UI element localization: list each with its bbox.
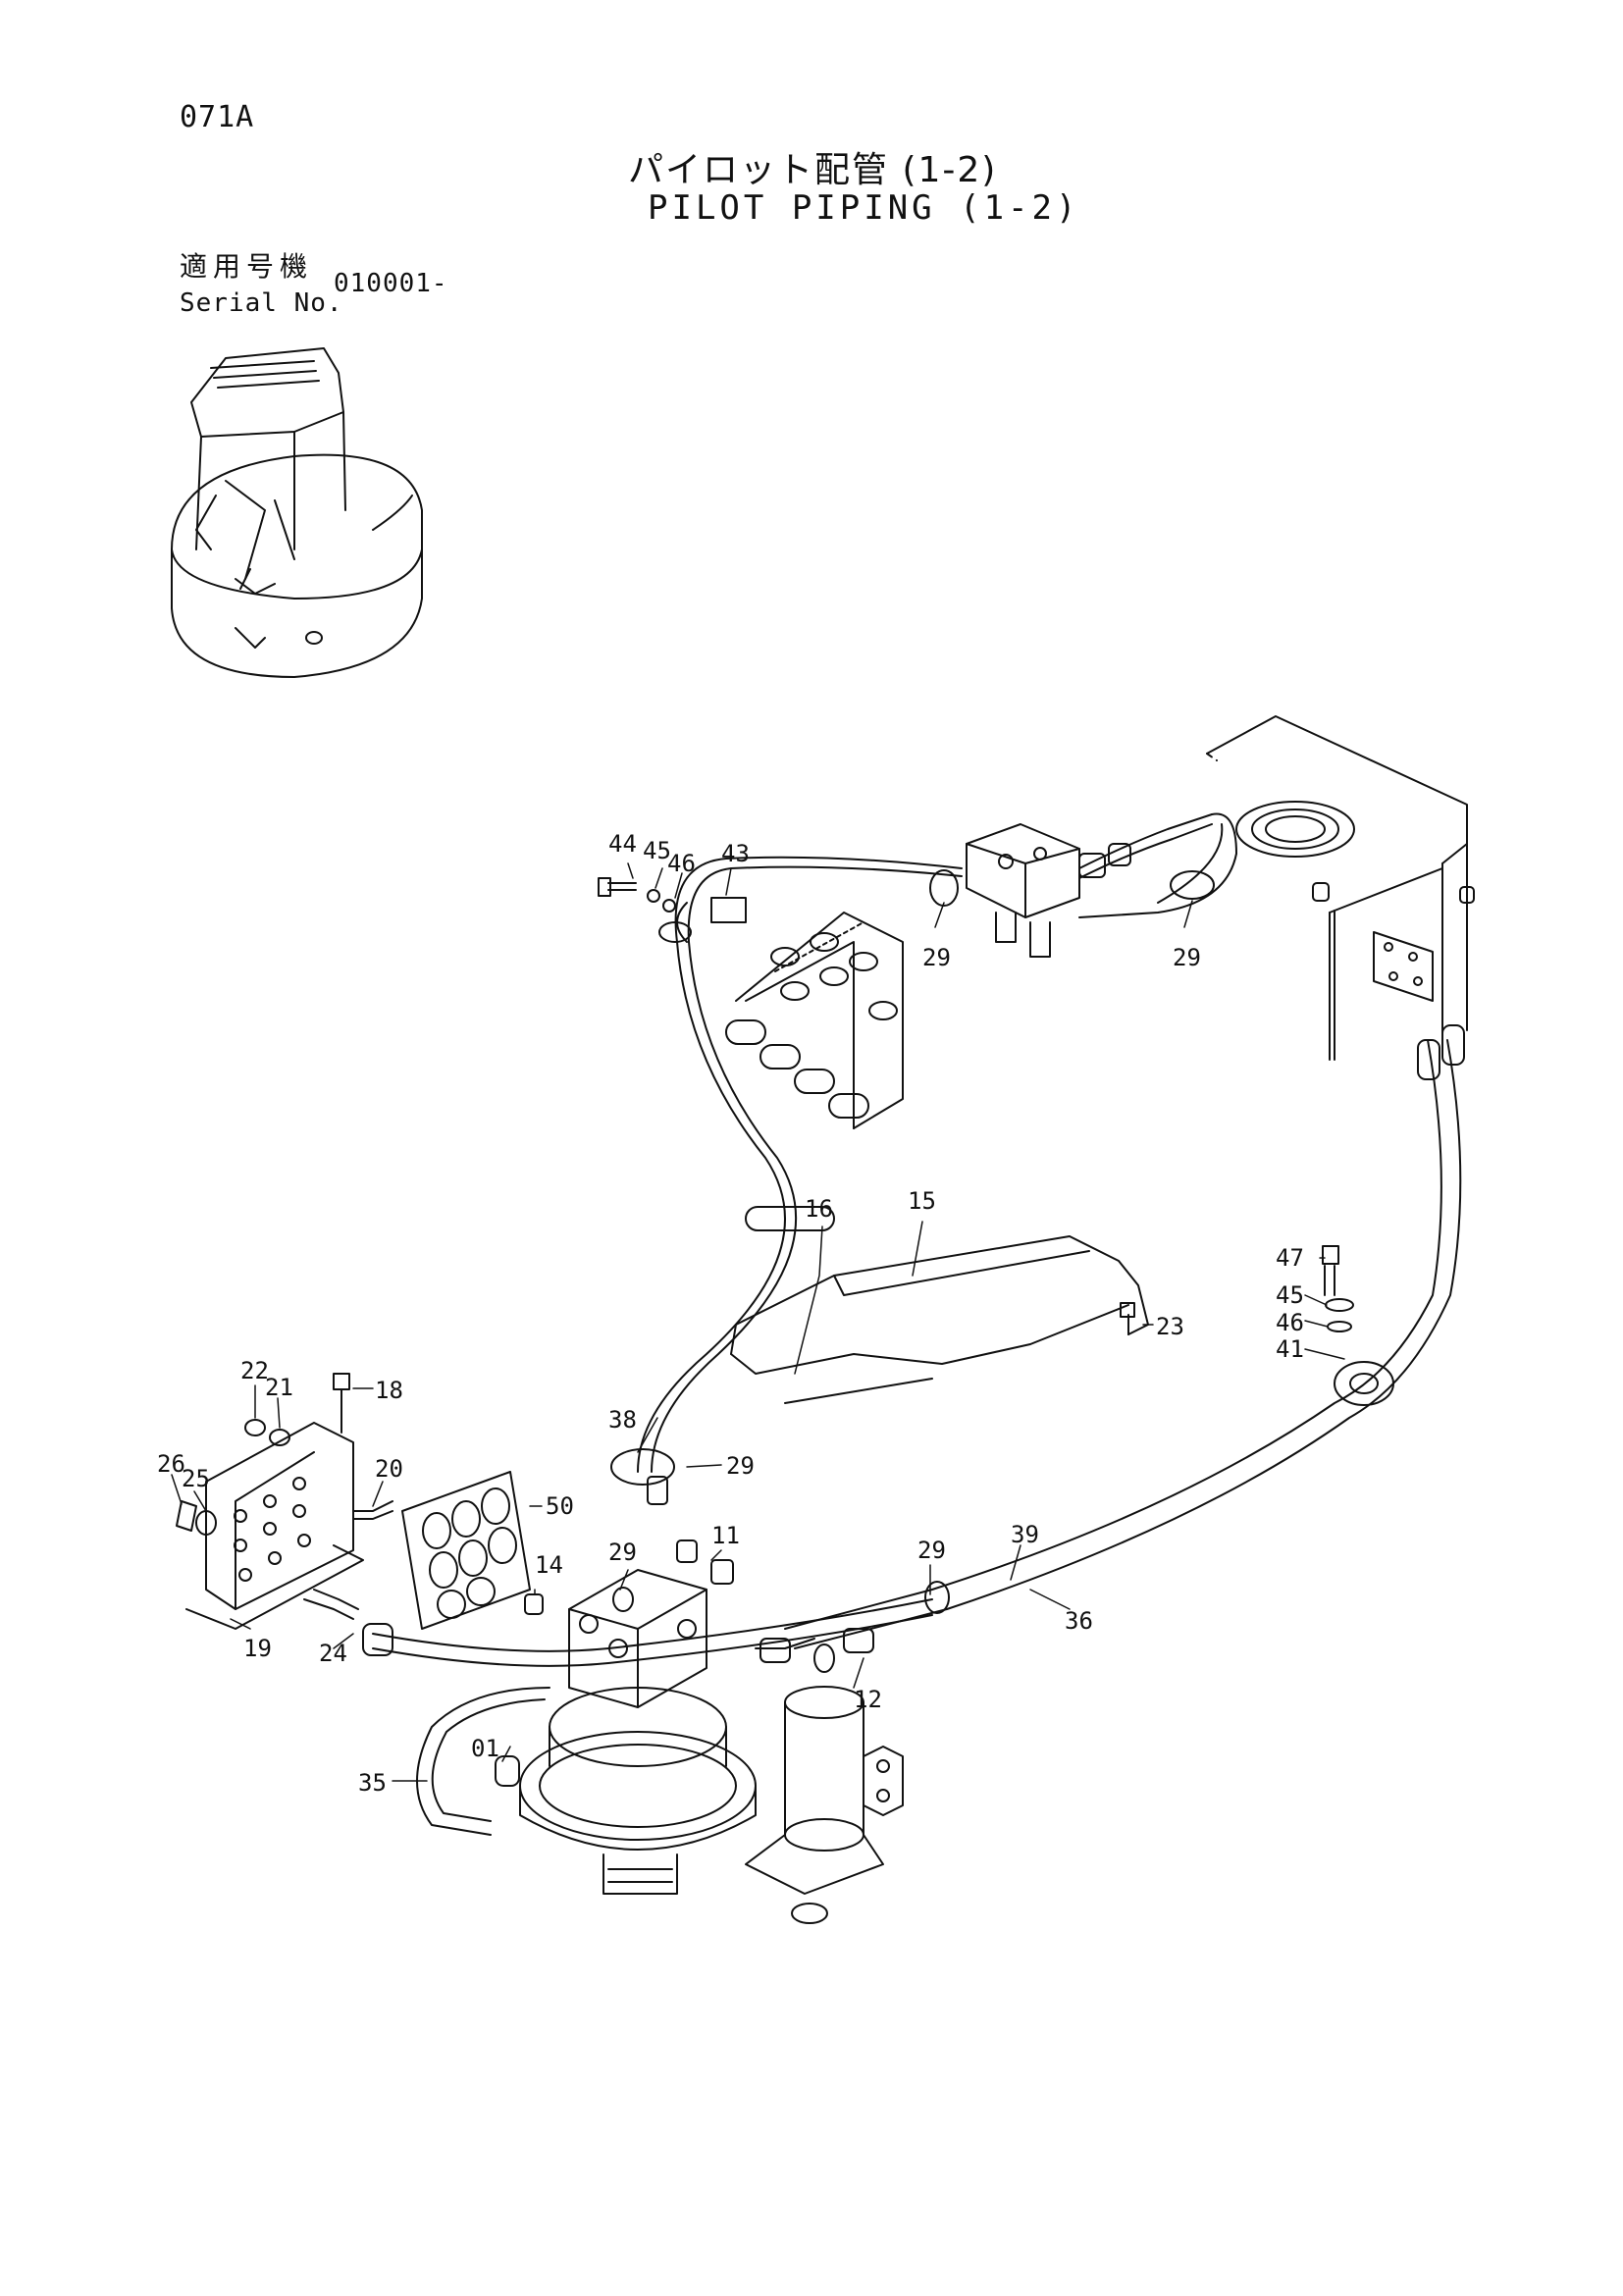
callout-45: 45 — [643, 837, 671, 864]
callout-01: 01 — [471, 1735, 499, 1762]
callout-43: 43 — [721, 840, 750, 867]
hydraulic-tank — [1206, 715, 1475, 1061]
callout-22: 22 — [240, 1357, 269, 1384]
callout-29-a: 29 — [922, 944, 951, 971]
leader-lines — [171, 862, 1345, 1782]
callout-16: 16 — [805, 1195, 833, 1223]
serial-label-english: Serial No. — [180, 288, 343, 318]
callout-50: 50 — [546, 1492, 574, 1520]
callout-21: 21 — [265, 1374, 293, 1401]
callout-24: 24 — [319, 1640, 347, 1667]
upper-hoses — [637, 812, 1237, 1473]
serial-label-japanese: 適用号機 — [180, 250, 314, 283]
callout-19: 19 — [243, 1635, 272, 1662]
pilot-valve-block — [966, 823, 1080, 958]
control-valve — [725, 912, 904, 1129]
callout-46-b: 46 — [1276, 1309, 1304, 1336]
page-title-japanese: パイロット配管 (1-2) — [628, 150, 998, 190]
swing-motor — [519, 1569, 757, 1895]
callout-29-c: 29 — [726, 1452, 755, 1480]
callout-15: 15 — [908, 1187, 936, 1215]
keymap-thumbnail — [171, 347, 423, 678]
callout-35: 35 — [358, 1769, 387, 1797]
right-hoses — [784, 1024, 1465, 1649]
callout-29-b: 29 — [1173, 944, 1201, 971]
callout-labels: 44 45 46 43 29 29 16 15 47 45 46 41 23 2… — [157, 830, 1304, 1797]
callout-38: 38 — [608, 1406, 637, 1434]
callout-20: 20 — [375, 1455, 403, 1483]
callout-41: 41 — [1276, 1335, 1304, 1363]
callout-23: 23 — [1156, 1313, 1184, 1340]
mounting-bracket — [185, 1422, 364, 1630]
callout-11: 11 — [711, 1522, 740, 1549]
callout-25: 25 — [182, 1465, 210, 1492]
callout-44: 44 — [608, 830, 637, 858]
callout-26: 26 — [157, 1450, 185, 1478]
callout-12: 12 — [854, 1686, 882, 1713]
callout-14: 14 — [535, 1551, 563, 1579]
callout-47: 47 — [1276, 1244, 1304, 1272]
callout-18: 18 — [375, 1377, 403, 1404]
callout-46: 46 — [667, 850, 696, 877]
label-sheet — [401, 1471, 531, 1630]
page-code: 071A — [180, 100, 255, 134]
callout-36: 36 — [1065, 1607, 1093, 1635]
callout-29-d: 29 — [608, 1539, 637, 1566]
serial-number-value: 010001- — [334, 269, 448, 298]
callout-39: 39 — [1011, 1521, 1039, 1548]
callout-45-b: 45 — [1276, 1281, 1304, 1309]
lower-hoses — [362, 1598, 933, 1836]
callout-29-e: 29 — [917, 1537, 946, 1564]
center-joint — [745, 1686, 904, 1924]
fasteners — [176, 869, 1354, 1673]
page-title-english: PILOT PIPING (1-2) — [648, 188, 1080, 228]
